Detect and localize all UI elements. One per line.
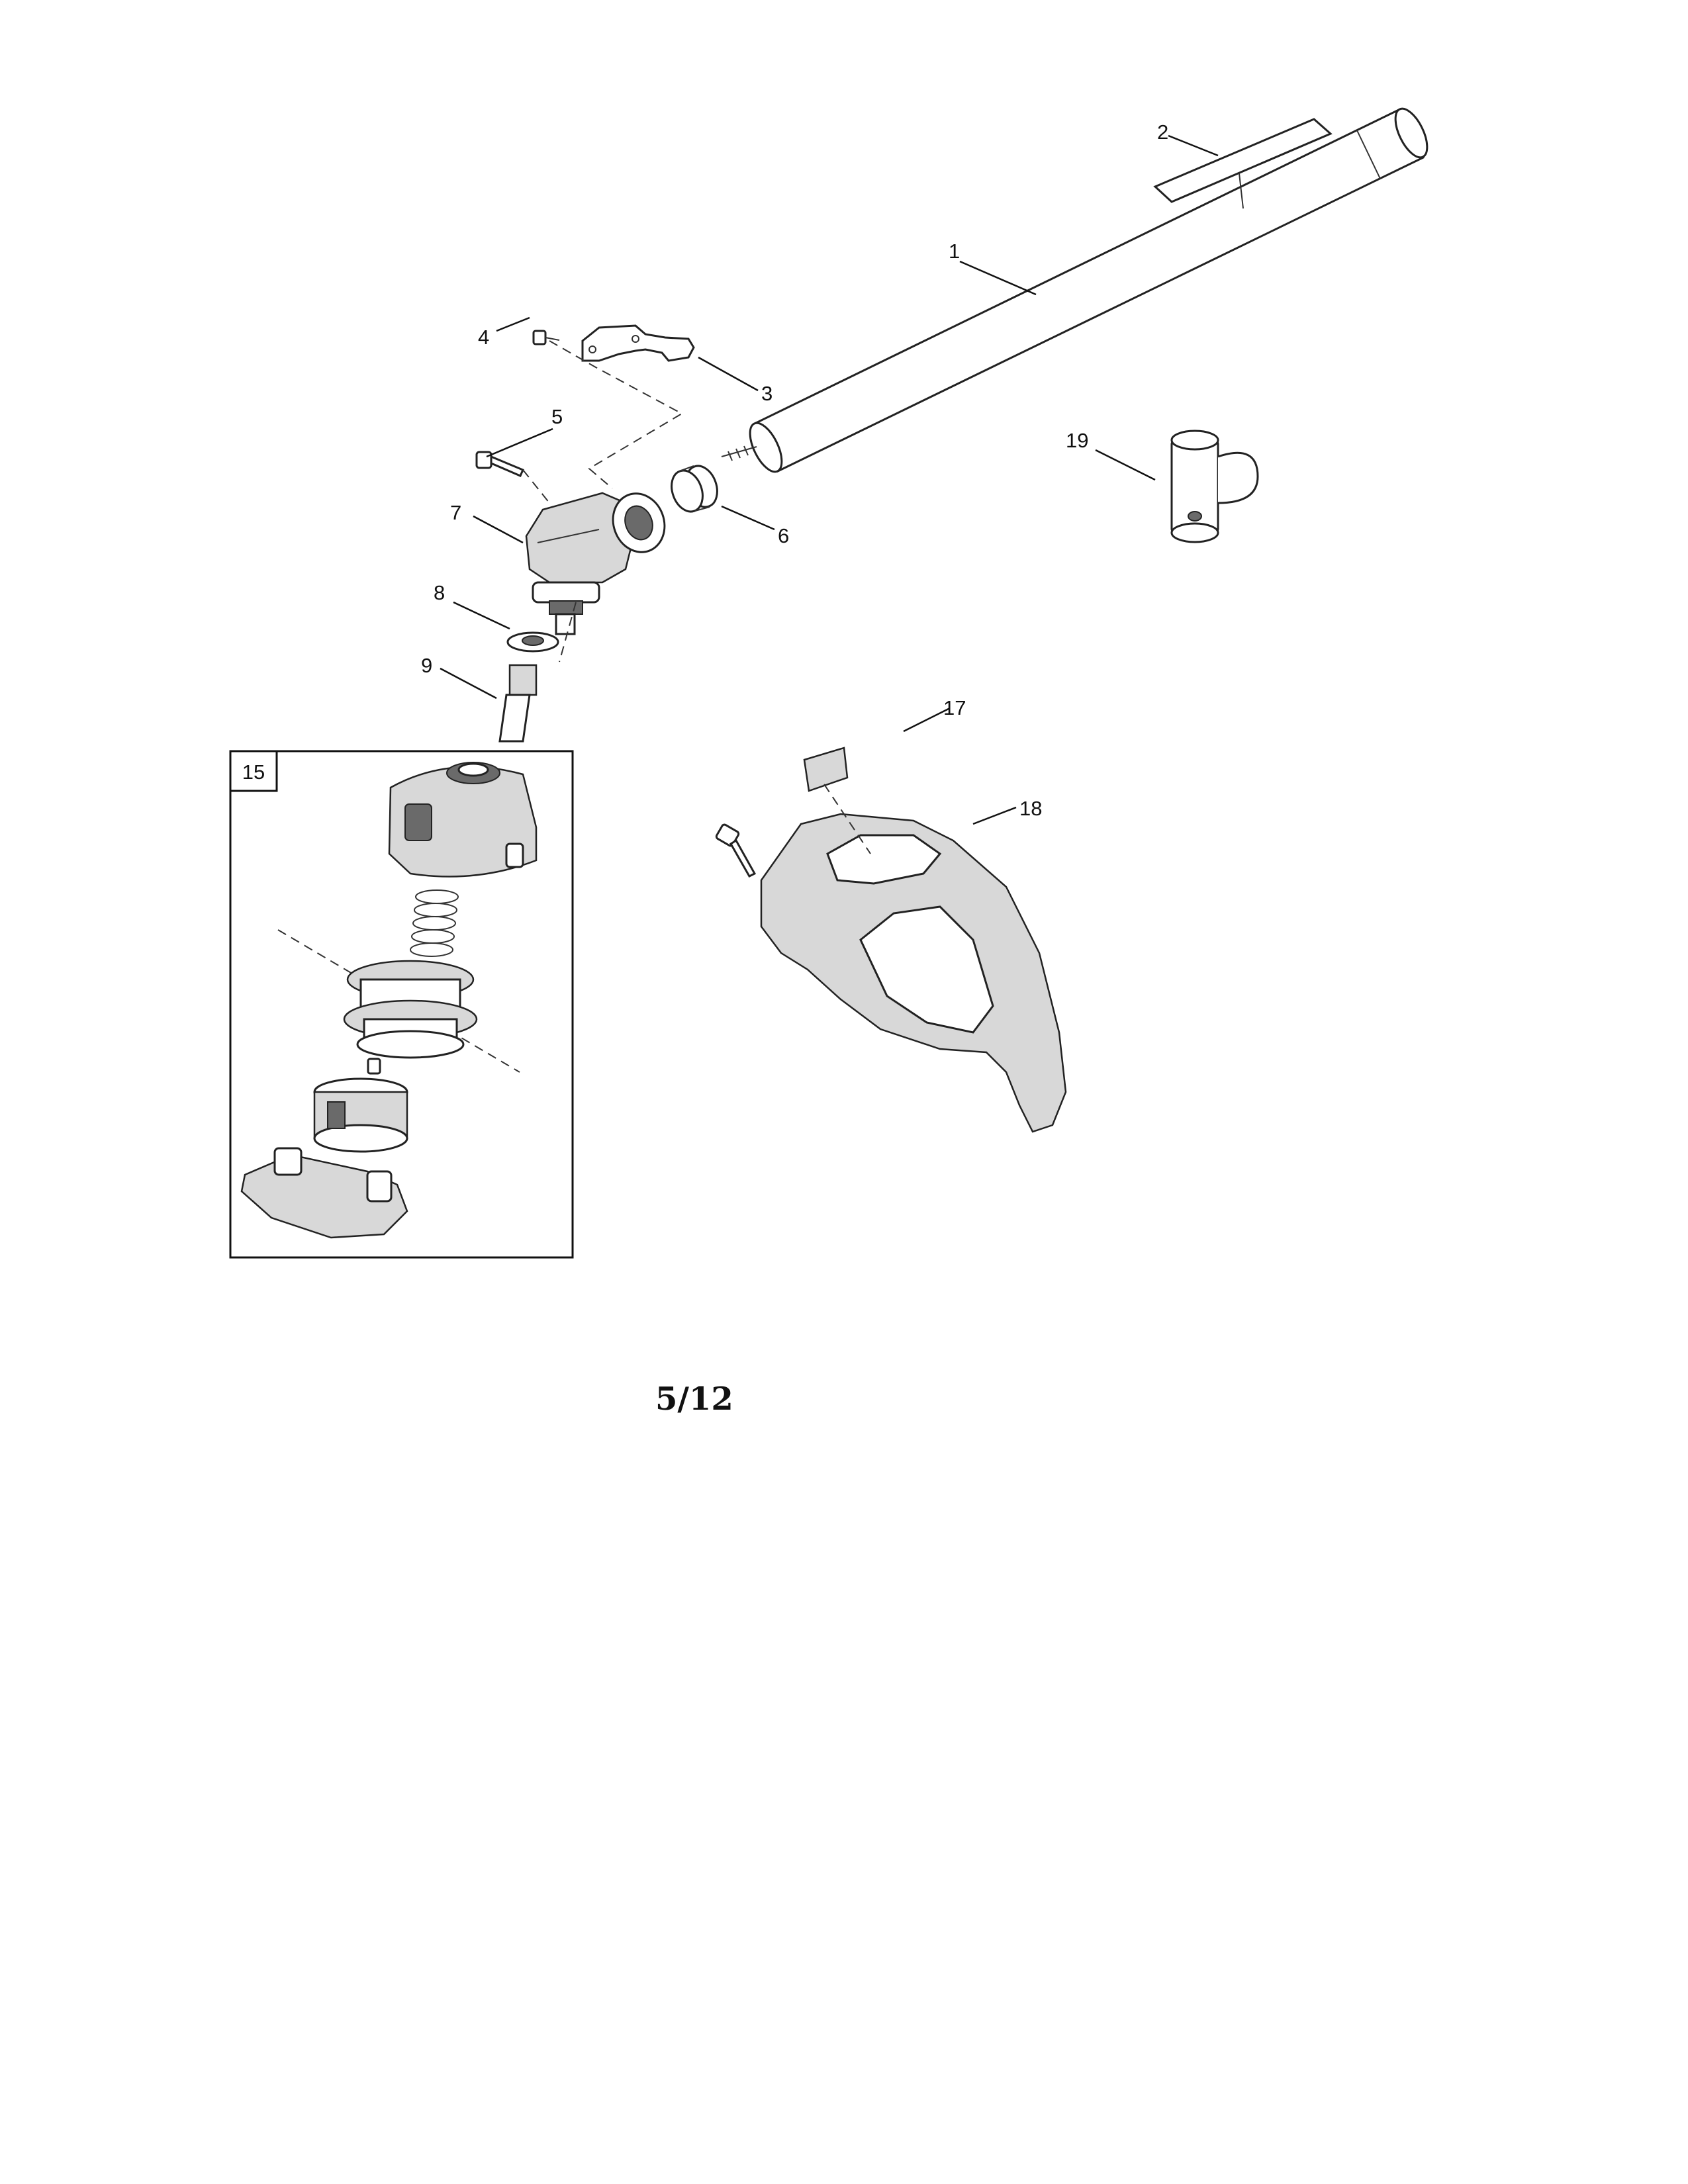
callout-6: 6 [778,524,789,547]
part-19-tool [1170,430,1259,543]
callout-3: 3 [761,382,773,405]
callout-19: 19 [1066,429,1088,452]
callout-7: 7 [450,501,461,524]
inset-screw [367,1058,381,1075]
spool-cover [388,762,538,878]
part-4-screw [532,330,560,345]
part-8-washer [506,631,559,653]
callout-1: 1 [949,240,960,263]
callout-18: 18 [1019,797,1042,820]
inset-frame [229,750,574,1259]
inset-label-box [229,750,278,792]
callout-9: 9 [421,654,432,677]
callouts: 1 2 3 4 5 6 7 8 9 17 18 19 [421,120,1168,820]
callout-4: 4 [478,326,489,349]
leader-lines [440,134,1219,825]
inset-label: 15 [242,760,265,784]
part-2-decal [1153,118,1333,209]
inner-hub [313,1077,408,1153]
part-6-bushing [671,465,718,513]
part-3-bracket [581,324,695,362]
callout-17: 17 [943,696,966,719]
assembly-lines [522,340,684,662]
base-housing [240,1147,408,1239]
part-9-arbor [498,664,538,743]
callout-5: 5 [551,405,563,428]
part-18-guard [760,784,1067,1133]
part-7-gearhead [525,492,666,635]
page-number: 5/12 [655,1381,733,1418]
spring [410,889,459,957]
callout-2: 2 [1157,120,1168,144]
guard-screw [715,823,757,878]
spool [277,929,520,1073]
part-17-label [803,747,849,792]
callout-8: 8 [434,581,445,604]
part-1-shaft [721,107,1429,473]
inset-15-trimmer-head: 15 [229,750,574,1259]
part-5-bolt [475,451,524,477]
